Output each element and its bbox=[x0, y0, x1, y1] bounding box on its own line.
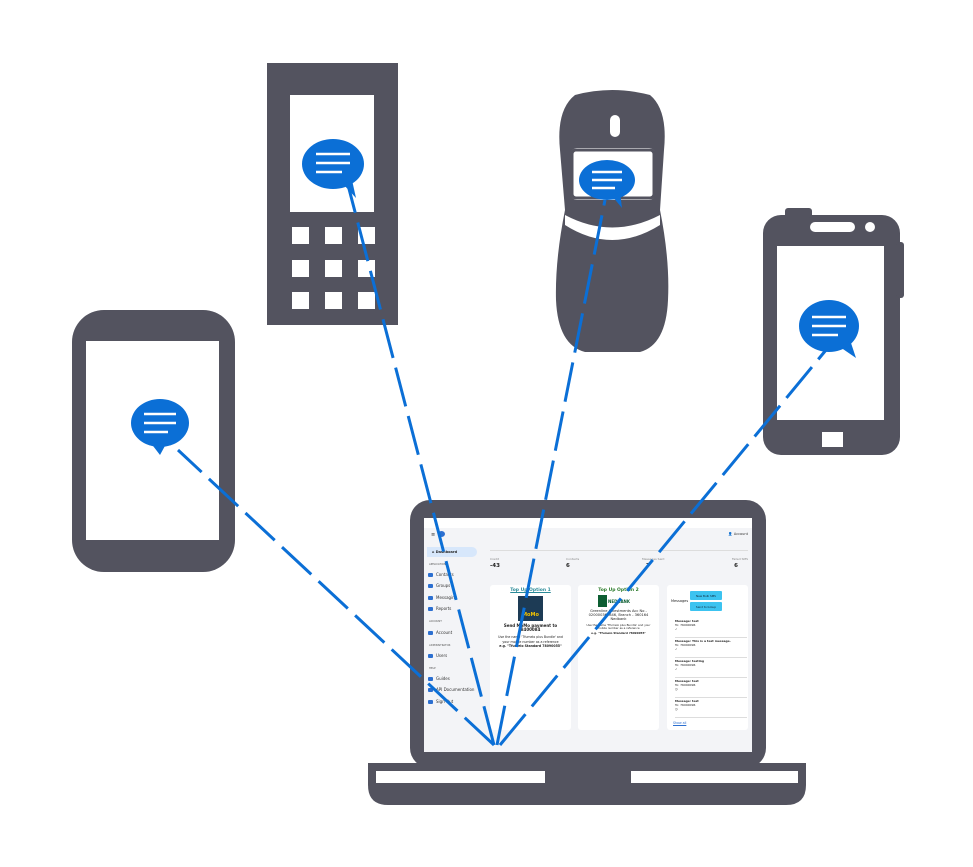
message-to: To: 76090096 bbox=[675, 643, 696, 647]
stat-credit-label: Credit bbox=[490, 557, 500, 561]
reports-icon bbox=[428, 606, 433, 611]
message-to: To: 76090096 bbox=[675, 683, 696, 687]
send-to-group-button[interactable]: Send to Group bbox=[690, 602, 722, 611]
sidebar-item-users[interactable]: Users bbox=[428, 653, 447, 658]
section-application: APPLICATION bbox=[429, 563, 446, 566]
message-to: To: 76090096 bbox=[675, 663, 696, 667]
show-all-link[interactable]: Show all bbox=[673, 721, 687, 725]
sidebar-item-api-docs[interactable]: API Documentation bbox=[428, 687, 474, 692]
label: Users bbox=[436, 653, 448, 658]
messages-title: Messages bbox=[671, 599, 689, 603]
bank-details: Greenline Investments Acc No - 020000369… bbox=[588, 609, 649, 622]
stat-sent-value: 7 bbox=[646, 563, 650, 569]
label: Groups bbox=[436, 583, 451, 588]
logo-icon bbox=[438, 531, 445, 537]
momo-body: Use the name 'Tfumelo plus Bundle' and y… bbox=[498, 635, 563, 644]
section-help: HELP bbox=[429, 667, 436, 670]
stat-failed-value: 6 bbox=[734, 563, 738, 569]
status-icon: ◷ bbox=[675, 687, 678, 691]
dashboard-screen: ≡ 👤 Account ⌂ Dashboard APPLICATION Cont… bbox=[424, 518, 752, 752]
status-icon: ✓ bbox=[675, 647, 678, 651]
sign-out-icon bbox=[428, 699, 433, 704]
stat-sent-label: Messages Sent bbox=[642, 557, 665, 561]
section-administrator: ADMINISTRATOR bbox=[429, 644, 451, 647]
sidebar-item-dashboard[interactable]: ⌂ Dashboard bbox=[427, 547, 477, 557]
label: Contacts bbox=[436, 572, 454, 577]
contacts-icon bbox=[428, 572, 433, 577]
sidebar-item-account[interactable]: Account bbox=[428, 630, 452, 635]
stat-contacts-value: 6 bbox=[566, 563, 570, 569]
sidebar-item-guides[interactable]: Guides bbox=[428, 676, 450, 681]
label: API Documentation bbox=[436, 687, 475, 692]
message-to: To: 76090096 bbox=[675, 703, 696, 707]
stat-credit-value: -43 bbox=[490, 563, 500, 569]
stat-failed-label: Failed SMS bbox=[731, 557, 748, 561]
label: Guides bbox=[436, 676, 450, 681]
momo-example: e.g. "Tfumelo Standard 78090055" bbox=[499, 643, 562, 648]
nedbank-logo: NEDBANK bbox=[598, 595, 659, 607]
account-icon bbox=[428, 630, 433, 635]
label: Dashboard bbox=[435, 550, 458, 554]
bank-body: Use the name 'Tfumelo plus Bundle' and y… bbox=[586, 622, 651, 631]
menu-icon[interactable]: ≡ bbox=[431, 532, 436, 538]
status-icon: ◷ bbox=[675, 707, 678, 711]
new-bulk-sms-button[interactable]: New Bulk SMS bbox=[690, 591, 722, 600]
sidebar-item-contacts[interactable]: Contacts bbox=[428, 572, 454, 577]
api-icon bbox=[428, 687, 433, 692]
account-menu[interactable]: 👤 Account bbox=[728, 532, 748, 536]
label: Reports bbox=[436, 606, 452, 611]
card-title: Top Up Option 1 bbox=[510, 588, 551, 593]
sidebar-item-sign-out[interactable]: Sign Out bbox=[428, 699, 453, 704]
section-account: ACCOUNT bbox=[429, 620, 442, 623]
message-item[interactable]: Message: This is a test message.To: 7609… bbox=[675, 639, 747, 658]
momo-heading: Send MoMo payment to 8400084 bbox=[503, 623, 558, 633]
label: Sign Out bbox=[436, 699, 454, 704]
users-icon bbox=[428, 653, 433, 658]
message-to: To: 76090096 bbox=[675, 623, 696, 627]
messages-card: Messages New Bulk SMS Send to Group Mess… bbox=[667, 585, 748, 730]
sidebar-item-groups[interactable]: Groups bbox=[428, 583, 450, 588]
sidebar-item-messaging[interactable]: Messaging bbox=[428, 595, 457, 600]
stat-contacts-label: Contacts bbox=[566, 557, 580, 561]
label: Account bbox=[436, 630, 453, 635]
guides-icon bbox=[428, 676, 433, 681]
card-title: Top Up Option 2 bbox=[598, 588, 639, 593]
sidebar-item-reports[interactable]: Reports bbox=[428, 606, 451, 611]
messaging-icon bbox=[428, 595, 433, 600]
label: Messaging bbox=[436, 595, 458, 600]
bank-example: e.g. "Tfumelo Standard 78090055" bbox=[591, 630, 646, 635]
topup-option-1-card: Top Up Option 1 MoMo Send MoMo payment t… bbox=[490, 585, 571, 730]
status-icon: ✓ bbox=[675, 667, 678, 671]
momo-logo: MoMo bbox=[518, 596, 543, 621]
groups-icon bbox=[428, 583, 433, 588]
status-icon: ✓ bbox=[675, 627, 678, 631]
account-label: Account bbox=[733, 532, 748, 536]
topup-option-2-card: Top Up Option 2 NEDBANK Greenline Invest… bbox=[578, 585, 659, 730]
